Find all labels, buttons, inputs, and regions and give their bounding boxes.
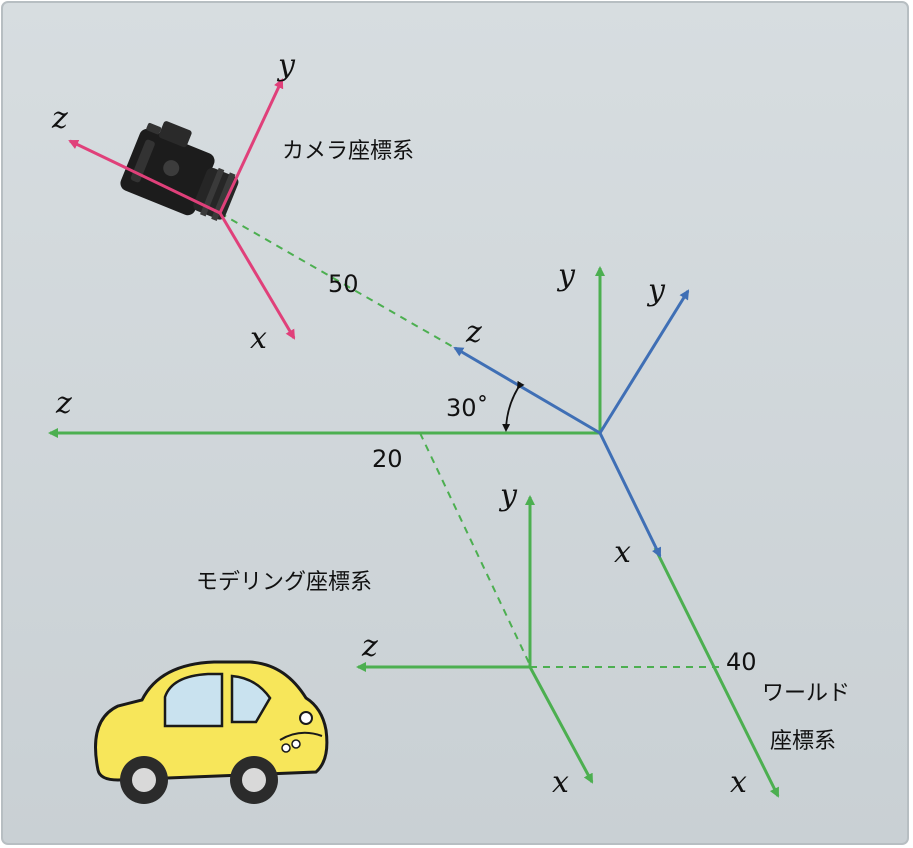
camera-frame-label: カメラ座標系 xyxy=(282,139,414,164)
world-z-label: z xyxy=(55,386,72,421)
camera-x-label: x xyxy=(250,321,267,356)
world-frame-label-line2: 座標系 xyxy=(770,729,836,754)
modeling-x-axis xyxy=(528,666,594,784)
modeling-x-label: x xyxy=(552,765,569,800)
modeling-frame-label: モデリング座標系 xyxy=(196,570,372,595)
modeling-y-label: y xyxy=(498,478,518,513)
modeling-z-distance-label: 20 xyxy=(372,445,403,473)
world-y-label: y xyxy=(556,258,576,293)
camera-z-axis xyxy=(68,139,221,215)
angle-label: 30˚ xyxy=(446,394,489,422)
angle-arc xyxy=(502,380,525,432)
camera-y-label: y xyxy=(276,48,296,83)
rotated-z-axis xyxy=(453,346,601,435)
modeling-z-offset-line xyxy=(419,432,531,666)
world-frame-label-line1: ワールド xyxy=(762,681,850,706)
world-x-axis xyxy=(653,547,780,798)
modeling-x-distance-label: 40 xyxy=(726,648,757,676)
car-icon xyxy=(94,660,329,804)
rotated-z-label: z xyxy=(465,315,482,350)
camera-z-label: z xyxy=(51,101,68,136)
rotated-x-label: x xyxy=(614,535,631,570)
camera-icon xyxy=(120,121,239,222)
camera-distance-line xyxy=(219,212,456,349)
camera-x-axis xyxy=(218,212,296,340)
rotated-x-axis xyxy=(598,432,662,558)
modeling-z-label: z xyxy=(361,629,378,664)
rotated-y-label: y xyxy=(646,273,666,308)
world-x-label: x xyxy=(730,765,747,800)
rotated-y-axis xyxy=(598,289,690,434)
camera-distance-label: 50 xyxy=(328,270,359,298)
camera-y-axis xyxy=(218,78,284,214)
